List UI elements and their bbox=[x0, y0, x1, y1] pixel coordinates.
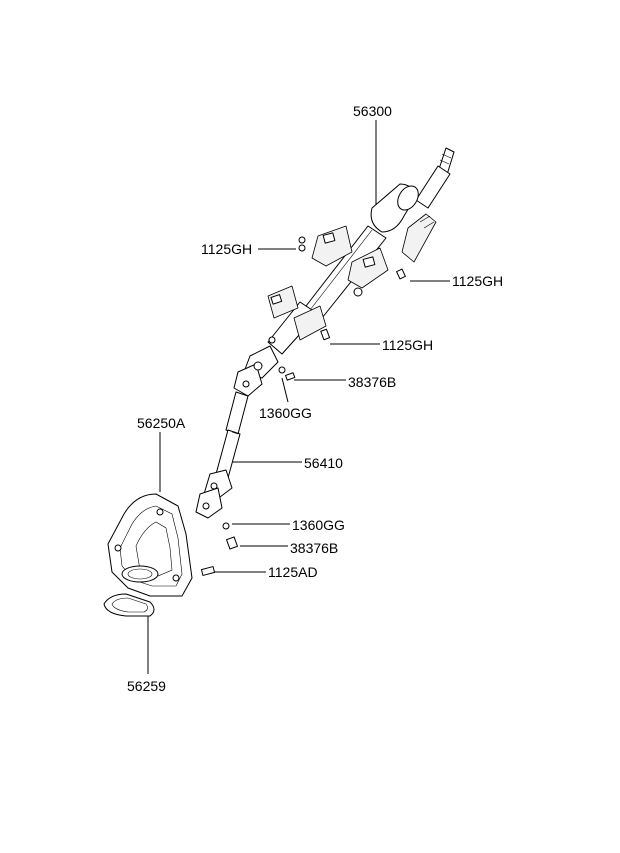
seal-ring-part bbox=[103, 593, 155, 617]
label-bolt-upper-left: 1125GH bbox=[201, 241, 253, 257]
column-cover-part bbox=[107, 493, 193, 597]
label-nut-joint-upper: 1360GG bbox=[259, 405, 312, 421]
label-bolt-joint-lower: 38376B bbox=[290, 540, 339, 556]
label-bolt-joint-upper: 38376B bbox=[348, 374, 397, 390]
label-bolt-upper-right: 1125GH bbox=[452, 273, 504, 289]
label-shaft: 56410 bbox=[304, 455, 343, 471]
intermediate-shaft-part bbox=[195, 345, 296, 576]
label-seal-ring: 56259 bbox=[127, 678, 166, 694]
leader-lines bbox=[147, 120, 450, 674]
label-bolt-cover: 1125AD bbox=[268, 564, 318, 580]
label-steering-column: 56300 bbox=[353, 103, 392, 119]
label-nut-joint-lower: 1360GG bbox=[292, 517, 345, 533]
label-bolt-middle: 1125GH bbox=[382, 337, 434, 353]
steering-column-part bbox=[267, 147, 455, 355]
label-cover: 56250A bbox=[137, 415, 186, 431]
